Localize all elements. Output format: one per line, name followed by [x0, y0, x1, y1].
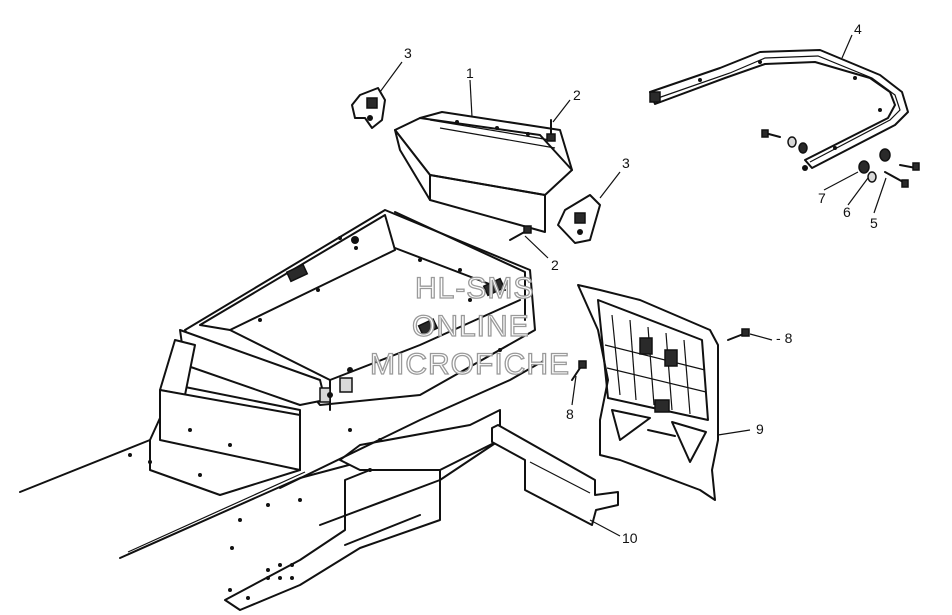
- watermark: HL-SMS ONLINE MICROFICHE: [369, 271, 570, 381]
- part-10-plate: [491, 424, 619, 526]
- part-2-bolt-lower: [509, 225, 532, 241]
- leader-3a: [379, 61, 403, 93]
- part-4-grab-bar: [649, 49, 909, 171]
- hardware-bolts-washers: [761, 129, 920, 188]
- leader-4: [841, 34, 853, 59]
- leader-8b: [571, 375, 577, 406]
- leader-6: [847, 177, 869, 206]
- callout-9: 9: [756, 421, 764, 437]
- callout-3-right: 3: [622, 155, 630, 171]
- part-8-screw-lower: [571, 360, 587, 381]
- leader-7: [823, 171, 859, 191]
- leader-1: [469, 79, 473, 118]
- leader-9: [717, 429, 751, 436]
- leader-5: [873, 177, 887, 214]
- leader-8a: [749, 333, 773, 341]
- callout-6: 6: [843, 204, 851, 220]
- chassis-tunnel: [19, 209, 546, 611]
- callout-10: 10: [622, 530, 638, 546]
- part-1-lid: [394, 111, 573, 233]
- leader-lines: [379, 34, 887, 537]
- part-3-bracket-right: [557, 194, 601, 244]
- callout-3-left: 3: [404, 45, 412, 61]
- callout-8-right: - 8: [776, 330, 793, 346]
- leader-2a: [552, 99, 571, 123]
- leader-3b: [599, 171, 621, 199]
- leader-2b: [524, 235, 549, 259]
- part-8-screw-right: [727, 328, 750, 341]
- callout-8-lower: 8: [566, 406, 574, 422]
- callout-4: 4: [854, 21, 862, 37]
- part-2-bolt-top: [546, 119, 556, 142]
- watermark-line-2: ONLINE: [412, 310, 530, 343]
- watermark-line-1: HL-SMS: [415, 272, 534, 305]
- callout-2-top: 2: [573, 87, 581, 103]
- part-3-bracket-left: [351, 87, 386, 129]
- callout-7: 7: [818, 190, 826, 206]
- callout-labels: 1 2 2 3 3 4 5 6 7 - 8 8 9 10: [404, 21, 878, 546]
- watermark-line-3: MICROFICHE: [370, 348, 570, 381]
- callout-1: 1: [466, 65, 474, 81]
- callout-5: 5: [870, 215, 878, 231]
- callout-2-lower: 2: [551, 257, 559, 273]
- leader-10: [589, 519, 621, 537]
- part-9-snow-flap: [577, 284, 719, 501]
